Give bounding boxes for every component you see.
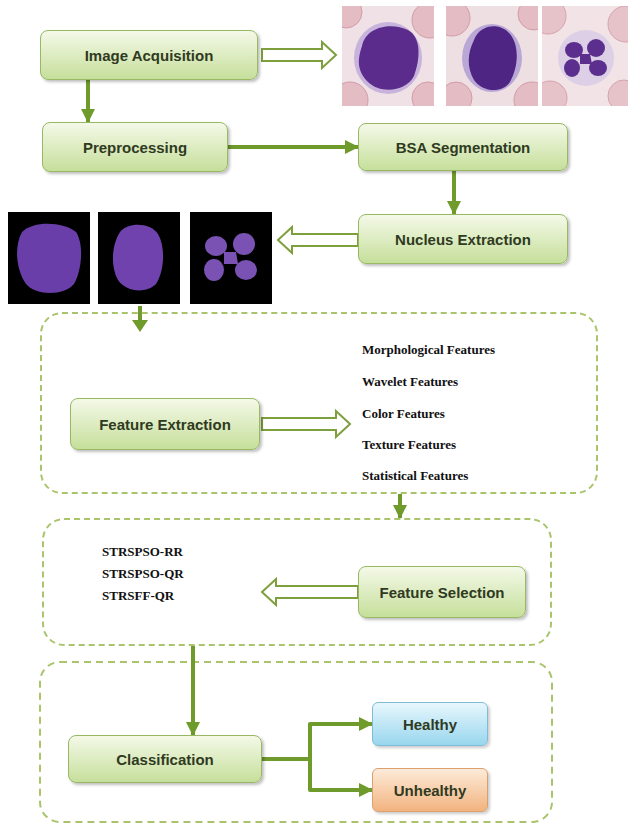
box-label: Unhealthy [394,782,467,799]
nucleus [359,26,419,90]
cell-image [342,6,434,106]
feature-label: Morphological Features [362,342,495,358]
box-label: Healthy [403,716,457,733]
nucleus-lobe [235,260,257,280]
dashed-group [40,662,552,822]
box-label: Preprocessing [83,139,187,156]
box-label: Feature Extraction [99,416,231,433]
cytoplasm [354,22,422,94]
nucleus-lobe [205,236,227,256]
red-cell [412,82,434,106]
result-box: Unhealthy [372,768,488,812]
red-cell [342,6,362,28]
process-box: Nucleus Extraction [358,214,568,264]
nucleus-image [8,212,90,304]
nucleus-lobe [589,60,607,76]
red-cell [542,6,566,34]
red-cell [542,81,567,106]
process-box: Feature Extraction [70,398,260,450]
result-box: Healthy [372,702,488,746]
hollow-arrow [262,42,336,68]
dashed-group: STRSPSO-RR STRSPSO-QR STRSFF-QR Feature Sel… [42,518,552,646]
arrow-head [132,320,148,332]
dashed-group: Morphological FeaturesWavelet FeaturesCo… [40,312,598,494]
feature-label: STRSPSO-QR [102,566,184,582]
box-label: Nucleus Extraction [395,231,531,248]
red-cell [412,6,434,38]
flow-arrow [452,171,456,214]
box-label: Classification [116,751,214,768]
nucleus-bridge [224,252,238,264]
flow-arrow [398,494,402,518]
feature-label: Wavelet Features [362,374,458,390]
flow-arrow [86,80,90,122]
nucleus-image [98,212,180,304]
nucleus-lobe [233,233,255,255]
hollow-arrow [262,579,358,605]
process-box: Feature Selection [358,566,526,618]
nucleus [469,26,517,90]
process-box: BSA Segmentation [358,123,568,171]
hollow-arrow [262,411,350,437]
box-label: Feature Selection [379,584,504,601]
feature-label: STRSPSO-RR [102,544,183,560]
cell-image [446,6,538,106]
hollow-arrow [278,227,358,253]
process-box: Preprocessing [42,122,228,172]
box-label: BSA Segmentation [396,139,530,156]
red-cell [518,6,538,30]
red-cell [446,6,470,36]
feature-label: STRSFF-QR [102,588,174,604]
red-cell [608,80,628,106]
nucleus-lobe [204,259,224,281]
cell-image [542,6,628,106]
feature-label: Texture Features [362,437,456,453]
flow-arrow [262,759,372,790]
feature-label: Statistical Features [362,468,468,484]
box-label: Image Acquisition [85,47,214,64]
cytoplasm [462,24,522,92]
red-cell [446,82,472,106]
nucleus [17,224,81,293]
process-box: Image Acquisition [40,30,258,80]
red-cell [342,82,368,106]
flow-arrow [262,724,372,759]
flow-arrow [228,145,358,149]
nucleus-image [190,212,272,304]
flow-arrow [138,306,142,322]
nucleus-lobe [564,59,580,77]
red-cell [514,82,538,106]
feature-label: Color Features [362,406,445,422]
nucleus-bridge [580,54,592,64]
flow-arrow [191,646,195,735]
nucleus [113,225,163,291]
process-box: Classification [68,735,262,783]
cytoplasm [558,30,614,86]
red-cell [608,6,628,42]
